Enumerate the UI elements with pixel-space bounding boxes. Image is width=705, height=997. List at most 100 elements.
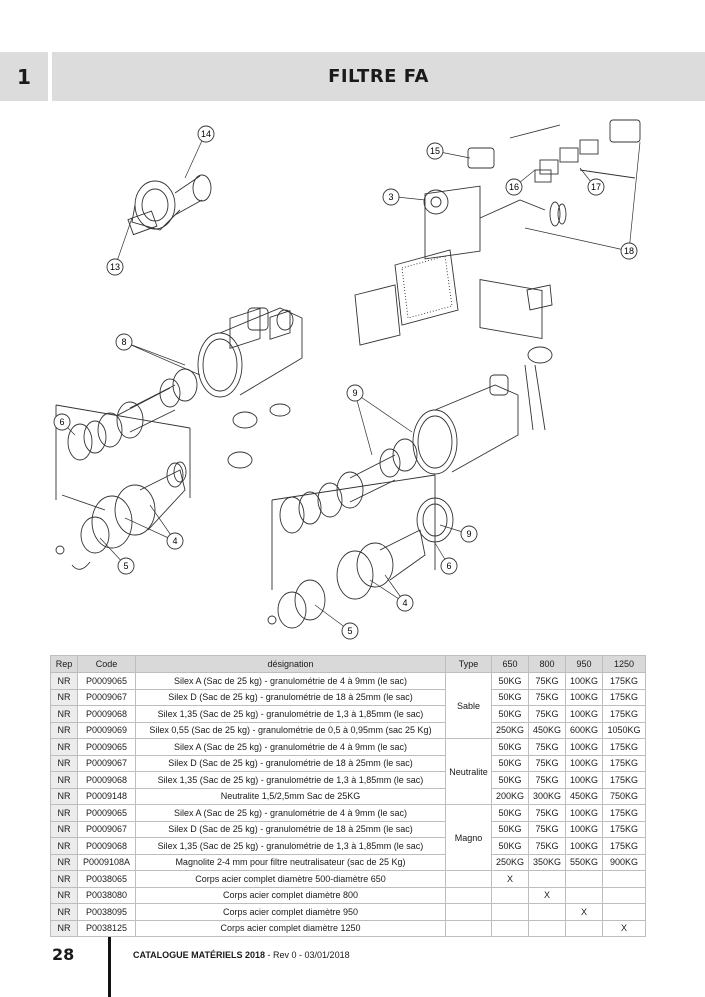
table-cell: 50KG xyxy=(491,705,529,723)
table-cell: 175KG xyxy=(602,705,646,723)
callout: 13 xyxy=(110,262,120,272)
table-cell: P0009065 xyxy=(77,804,136,822)
table-cell: 175KG xyxy=(602,837,646,855)
table-cell: 75KG xyxy=(528,804,566,822)
table-cell: NR xyxy=(50,672,78,690)
callout: 9 xyxy=(352,388,357,398)
table-cell: P0009068 xyxy=(77,705,136,723)
table-cell: 100KG xyxy=(565,738,603,756)
table-cell: 550KG xyxy=(565,853,603,871)
table-cell: Silex 1,35 (Sac de 25 kg) - granulométri… xyxy=(135,837,446,855)
table-cell: Silex D (Sac de 25 kg) - granulométrie d… xyxy=(135,820,446,838)
filter-body-left-drawing xyxy=(55,307,303,570)
table-cell: 750KG xyxy=(602,787,646,805)
type-group-cell xyxy=(445,919,492,937)
page-title: FILTRE FA xyxy=(52,52,705,101)
column-header: 800 xyxy=(528,655,566,673)
table-cell: 75KG xyxy=(528,738,566,756)
table-cell: Corps acier complet diamètre 800 xyxy=(135,886,446,904)
table-cell: NR xyxy=(50,886,78,904)
table-cell: NR xyxy=(50,919,78,937)
table-cell: 100KG xyxy=(565,771,603,789)
callout-labels: 14 13 15 3 16 17 18 8 6 9 4 5 9 6 4 5 xyxy=(53,125,638,640)
table-cell: 1050KG xyxy=(602,721,646,739)
table-cell: Magnolite 2-4 mm pour filtre neutralisat… xyxy=(135,853,446,871)
column-header: 1250 xyxy=(602,655,646,673)
table-cell: 300KG xyxy=(528,787,566,805)
table-cell: 175KG xyxy=(602,771,646,789)
callout: 17 xyxy=(591,182,601,192)
table-cell: 50KG xyxy=(491,672,529,690)
table-cell: Silex 1,35 (Sac de 25 kg) - granulométri… xyxy=(135,705,446,723)
callout: 5 xyxy=(123,561,128,571)
footer-divider xyxy=(108,937,111,997)
table-cell: P0009067 xyxy=(77,820,136,838)
table-cell: Silex 0,55 (Sac de 25 kg) - granulométri… xyxy=(135,721,446,739)
table-cell xyxy=(491,919,529,937)
table-cell: 50KG xyxy=(491,804,529,822)
type-group-cell xyxy=(445,903,492,921)
column-header: 950 xyxy=(565,655,603,673)
table-cell: Silex A (Sac de 25 kg) - granulométrie d… xyxy=(135,804,446,822)
callout: 14 xyxy=(201,129,211,139)
table-cell: P0009068 xyxy=(77,837,136,855)
table-cell xyxy=(565,870,603,888)
table-cell: P0009068 xyxy=(77,771,136,789)
table-cell: 350KG xyxy=(528,853,566,871)
table-cell: Corps acier complet diamètre 950 xyxy=(135,903,446,921)
table-cell: P0009069 xyxy=(77,721,136,739)
table-cell: 100KG xyxy=(565,837,603,855)
exploded-parts-diagram: 14 13 15 3 16 17 18 8 6 9 4 5 9 6 4 5 xyxy=(53,119,641,640)
table-cell: 450KG xyxy=(528,721,566,739)
type-group-cell xyxy=(445,870,492,888)
table-cell: NR xyxy=(50,804,78,822)
type-group-cell: Magno xyxy=(445,804,492,871)
table-cell: Silex 1,35 (Sac de 25 kg) - granulométri… xyxy=(135,771,446,789)
table-cell: 200KG xyxy=(491,787,529,805)
screen-panel-drawing xyxy=(354,185,553,346)
table-cell: 100KG xyxy=(565,688,603,706)
table-cell: 75KG xyxy=(528,672,566,690)
table-cell: 75KG xyxy=(528,820,566,838)
table-cell: X xyxy=(565,903,603,921)
table-cell: X xyxy=(602,919,646,937)
table-cell: 175KG xyxy=(602,820,646,838)
table-cell xyxy=(565,919,603,937)
table-cell: 175KG xyxy=(602,672,646,690)
table-cell: 175KG xyxy=(602,754,646,772)
page-number: 28 xyxy=(52,945,75,964)
callout: 9 xyxy=(466,529,471,539)
table-cell xyxy=(602,903,646,921)
table-cell: NR xyxy=(50,705,78,723)
table-cell xyxy=(491,903,529,921)
table-cell xyxy=(528,919,566,937)
table-cell: 50KG xyxy=(491,754,529,772)
table-cell xyxy=(602,870,646,888)
table-cell: 75KG xyxy=(528,688,566,706)
table-cell: 175KG xyxy=(602,804,646,822)
table-cell: Silex A (Sac de 25 kg) - granulométrie d… xyxy=(135,672,446,690)
table-cell: P0009148 xyxy=(77,787,136,805)
catalogue-title: CATALOGUE MATÉRIELS 2018 xyxy=(133,950,266,960)
column-header: Code xyxy=(77,655,136,673)
table-cell: 100KG xyxy=(565,672,603,690)
control-head-drawing xyxy=(423,119,641,340)
ring-assembly-middle-drawing xyxy=(227,307,291,469)
table-cell: NR xyxy=(50,853,78,871)
table-cell xyxy=(528,870,566,888)
filter-body-right-drawing xyxy=(267,346,553,629)
type-group-cell: Sable xyxy=(445,672,492,739)
table-cell: NR xyxy=(50,787,78,805)
table-cell: 175KG xyxy=(602,688,646,706)
revision-text: - Rev 0 - 03/01/2018 xyxy=(265,950,350,960)
callout: 18 xyxy=(624,246,634,256)
